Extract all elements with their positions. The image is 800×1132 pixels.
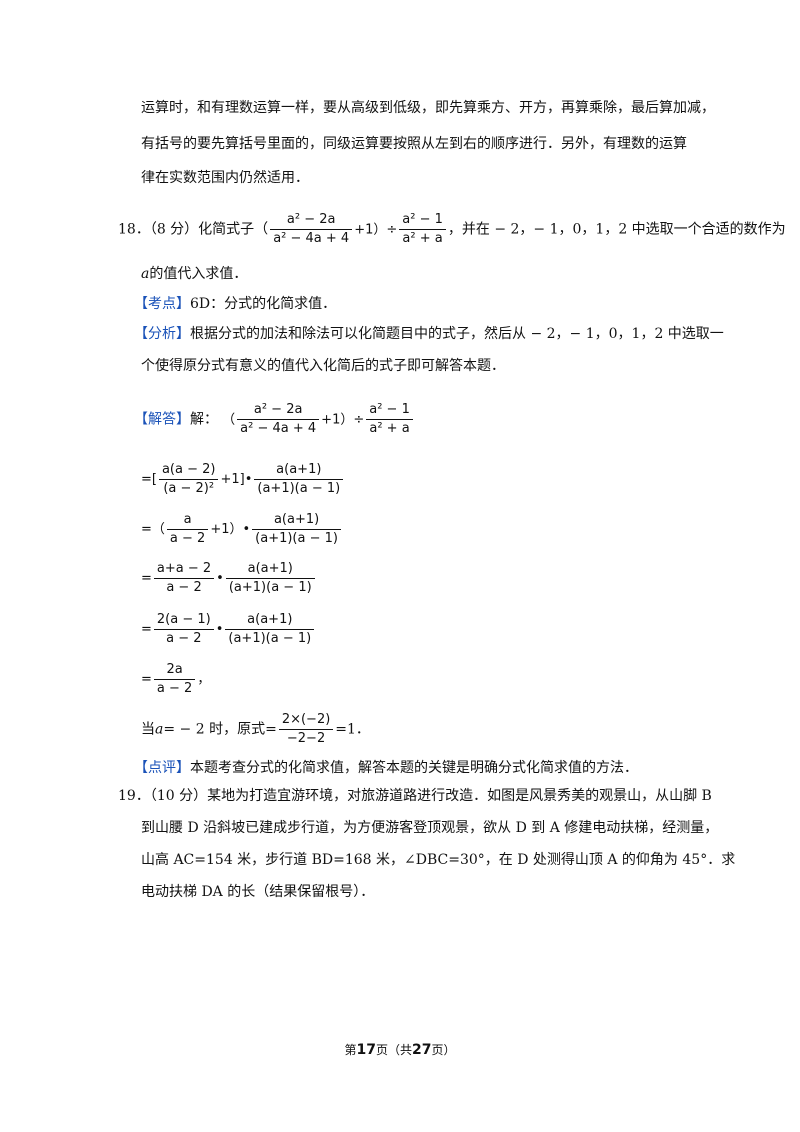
q18-dianping: 【点评】本题考查分式的化简求值，解答本题的关键是明确分式化简求值的方法． bbox=[134, 760, 638, 776]
total-page-number: 27 bbox=[412, 1042, 432, 1058]
solution-step-4: =2(a − 1)a − 2•a(a+1)(a+1)(a − 1) bbox=[141, 612, 316, 647]
q19-line-4: 电动扶梯 DA 的长（结果保留根号）． bbox=[141, 884, 375, 900]
dianping-tag: 【点评】 bbox=[134, 760, 190, 776]
q19-line-1: 19．（10 分）某地为打造宜游环境，对旅游道路进行改造．如图是风景秀美的观景山… bbox=[118, 788, 712, 804]
q19-line-2: 到山腰 D 沿斜坡已建成步行道，为方便游客登顶观景，欲从 D 到 A 修建电动扶… bbox=[141, 820, 719, 836]
q19-number: 19． bbox=[118, 788, 150, 804]
current-page-number: 17 bbox=[356, 1042, 376, 1058]
q18-number: 18． bbox=[118, 221, 150, 238]
intro-line-2: 有括号的要先算括号里面的，同级运算要按照从左到右的顺序进行．另外，有理数的运算 bbox=[141, 136, 687, 152]
fenxi-tag: 【分析】 bbox=[134, 326, 190, 342]
q18-fenxi-line-2: 个使得原分式有意义的值代入化简后的式子即可解答本题． bbox=[141, 358, 505, 374]
page-footer: 第17页（共27页） bbox=[344, 1042, 456, 1058]
q18-fenxi: 【分析】根据分式的加法和除法可以化简题目中的式子，然后从 − 2，− 1，0，1… bbox=[134, 326, 724, 342]
jieda-tag: 【解答】 bbox=[134, 411, 190, 428]
kaodian-tag: 【考点】 bbox=[134, 296, 190, 312]
q19-line-3: 山高 AC=154 米，步行道 BD=168 米，∠DBC=30°，在 D 处测… bbox=[141, 852, 736, 868]
q18-kaodian: 【考点】6D：分式的化简求值． bbox=[134, 296, 337, 312]
q18-statement-line-2: a的值代入求值． bbox=[141, 266, 248, 282]
solution-step-1: =[a(a − 2)(a − 2)²+1]•a(a+1)(a+1)(a − 1) bbox=[141, 462, 345, 497]
solution-final: 当a= − 2 时，原式=2×(−2)−2−2=1． bbox=[141, 712, 370, 746]
intro-line-1: 运算时，和有理数运算一样，要从高级到低级，即先算乘方、开方，再算乘除，最后算加减… bbox=[141, 100, 715, 116]
intro-line-3: 律在实数范围内仍然适用． bbox=[141, 170, 309, 186]
